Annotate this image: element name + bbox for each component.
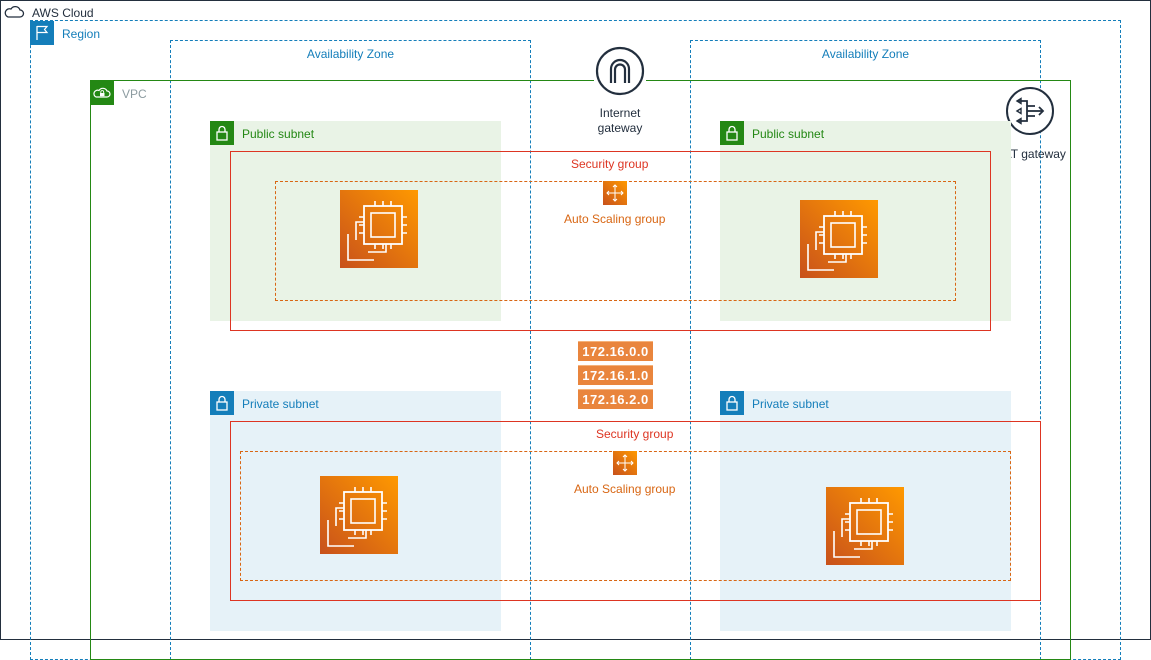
auto-scaling-group-label: Auto Scaling group xyxy=(564,212,666,226)
availability-zone-label: Availability Zone xyxy=(821,47,910,61)
vpc-cloud-lock-icon xyxy=(90,81,114,105)
security-group-public xyxy=(230,151,991,331)
flag-icon xyxy=(30,21,54,45)
ec2-instance-icon xyxy=(826,487,904,565)
internet-gateway-label-line2: gateway xyxy=(597,121,643,135)
internet-gateway-label: Internet gateway xyxy=(580,106,660,136)
public-subnet-label: Public subnet xyxy=(242,127,315,141)
private-subnet-label: Private subnet xyxy=(752,397,829,411)
internet-gateway-label-line1: Internet xyxy=(599,106,641,120)
ec2-instance-icon xyxy=(340,190,418,268)
vpc-label: VPC xyxy=(122,87,147,101)
security-group-private xyxy=(230,421,1041,601)
region-label: Region xyxy=(62,27,101,41)
lock-icon xyxy=(210,121,234,145)
lock-icon xyxy=(720,121,744,145)
lock-icon xyxy=(210,391,234,415)
auto-scaling-group-label: Auto Scaling group xyxy=(574,482,676,496)
auto-scaling-icon xyxy=(603,181,627,205)
nat-gateway-label: NAT gateway xyxy=(995,147,1066,161)
ec2-instance-icon xyxy=(320,476,398,554)
security-group-label: Security group xyxy=(571,157,649,171)
public-subnet-label: Public subnet xyxy=(752,127,825,141)
cidr-block-label: 172.16.0.0 xyxy=(578,341,653,361)
security-group-label: Security group xyxy=(596,427,674,441)
aws-cloud-label: AWS Cloud xyxy=(32,6,94,20)
availability-zone-label: Availability Zone xyxy=(306,47,395,61)
nat-gateway-icon xyxy=(1005,86,1055,136)
cidr-block-label: 172.16.1.0 xyxy=(578,365,653,385)
lock-icon xyxy=(720,391,744,415)
cidr-block-label: 172.16.2.0 xyxy=(578,389,653,409)
internet-gateway-icon xyxy=(594,45,646,97)
auto-scaling-icon xyxy=(613,451,637,475)
cloud-icon xyxy=(3,2,25,22)
ec2-instance-icon xyxy=(800,200,878,278)
private-subnet-label: Private subnet xyxy=(242,397,319,411)
